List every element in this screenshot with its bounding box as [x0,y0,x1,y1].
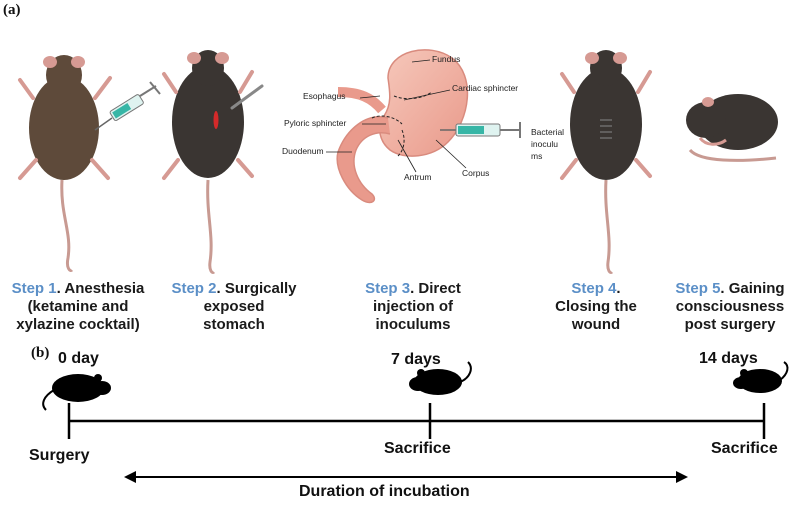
mouse-closed-wound-illustration [560,50,652,274]
label-esophagus: Esophagus [303,91,346,101]
panel-b-label: (b) [31,345,50,361]
step-text: . Anesthesia [56,280,145,297]
syringe-icon [94,81,161,131]
label-pyloric-sphincter: Pyloric sphincter [284,118,347,128]
mouse-exposed-stomach-illustration [162,50,264,274]
step-4-caption: Step 4. Closing the wound [516,280,676,334]
stomach-leader-lines [326,59,467,173]
mouse-silhouette-icon [409,361,472,395]
step-3-caption: Step 3. Direct injection of inoculums [333,280,493,334]
duration-label: Duration of incubation [299,483,470,500]
step-text: . Surgically [216,280,297,297]
event-sacrifice-day-14: Sacrifice [711,440,778,457]
duration-arrow [124,471,688,483]
timepoint-day-7: 7 days [391,351,441,368]
label-bacterial-line-1: Bacterial [531,127,565,137]
label-duodenum: Duodenum [282,146,324,156]
label-corpus: Corpus [462,168,490,178]
step-text: injection of [373,298,453,315]
step-text: inoculums [375,316,451,333]
event-sacrifice-day-7: Sacrifice [384,440,451,457]
syringe-icon [440,122,521,138]
mouse-anesthesia-illustration [18,55,112,272]
label-bacterial-inoculums: Bacterial inoculu ms [531,126,564,162]
mouse-silhouette-icon [42,374,111,411]
step-1-caption: Step 1. Anesthesia (ketamine and xylazin… [0,280,158,334]
step-2-caption: Step 2. Surgically exposed stomach [154,280,314,334]
label-bacterial-line-3: ms [531,151,543,161]
label-cardiac-sphincter: Cardiac sphincter [452,83,519,93]
timeline [67,403,766,439]
step-text: post surgery [684,316,776,333]
step-number: Step 4 [571,280,617,297]
step-text: . Gaining [720,280,785,297]
step-text: (ketamine and [27,298,129,315]
panel-a-label: (a) [3,2,21,18]
step-text: exposed [203,298,265,315]
timepoint-day-0: 0 day [58,350,99,367]
timepoint-day-14: 14 days [699,350,758,367]
step-text: consciousness [675,298,785,315]
step-text: Closing the [555,298,637,315]
event-surgery: Surgery [29,447,90,464]
step-number: Step 2 [171,280,217,297]
label-bacterial-line-2: inoculu [531,139,558,149]
label-fundus: Fundus [432,54,461,64]
step-number: Step 3 [365,280,411,297]
step-text: . Direct [410,280,461,297]
label-antrum: Antrum [404,172,432,182]
mouse-recovering-illustration [686,94,778,162]
step-number: Step 5 [675,280,721,297]
step-text: xylazine cocktail) [16,316,140,333]
step-text: stomach [203,316,265,333]
mouse-silhouette-icon [733,361,789,393]
step-text: . [616,280,621,297]
step-number: Step 1 [11,280,57,297]
step-5-caption: Step 5. Gaining consciousness post surge… [650,280,800,334]
step-text: wound [571,316,621,333]
stomach-diagram [336,49,469,204]
